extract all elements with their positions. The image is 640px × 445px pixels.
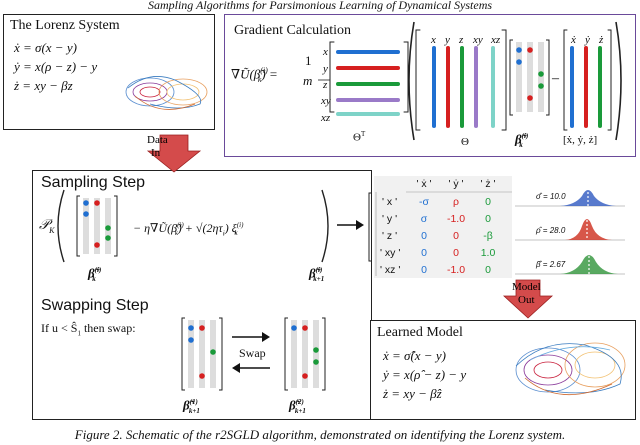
lorenz-system-panel: The Lorenz System ẋ = σ(x − y) ẏ = x(ρ −… [3,14,215,130]
table-col-header: ' ẋ ' [416,178,432,190]
table-col-header: ' ẏ ' [448,178,464,190]
posterior-rho-plot [515,212,625,241]
table-cell: 0 [453,247,459,259]
deriv-col-z: ż [599,34,604,46]
figure-caption: Figure 2. Schematic of the r2SGLD algori… [74,427,566,442]
posterior-sigma-plot [515,180,625,207]
label-theta: Θ [461,136,469,148]
frac-den: m [303,73,313,88]
data-in-text-1: Data [147,134,168,146]
theta-col-y: y [445,34,450,46]
model-out-arrow [502,279,554,319]
model-out-text-2: Out [518,294,535,306]
table-col-header: ' ż ' [480,178,496,190]
sampling-right-arrow [337,220,364,230]
posterior-label-sigma: σ̂ = 10.0 [536,192,566,201]
lorenz-attractor-plot [125,76,208,110]
theta-col-z: z [459,34,464,46]
table-cell: 0 [453,230,459,242]
table-cell: -1.0 [446,213,466,225]
theta-row-z: z [323,79,328,91]
posterior-label-rho: ρ̂ = 28.0 [536,226,566,235]
swap-label: Swap [239,346,266,360]
lorenz-eq-x: ẋ = σ(x − y) [14,40,77,55]
data-in-text-2: In [151,147,161,159]
gradient-calculation-panel: Gradient Calculation ∇Ũ(β̃(i)k) = 1 m x … [224,14,636,157]
label-beta-swap-1: β̃(1)k+1 [183,397,200,415]
label-beta-swap-2: β̃(2)k+1 [289,397,306,415]
posterior-label-beta: β̂ = 2.67 [536,260,566,269]
learned-eq-x: ẋ = σ̂(x − y) [383,348,446,363]
theta-col-xz: xz [491,34,501,46]
label-theta-transpose: ΘT [353,130,366,144]
table-cell: -σ [419,196,429,208]
table-cell: -β [483,230,493,242]
deriv-col-y: ẏ [585,34,590,46]
table-cell: ρ [453,196,459,208]
gradient-title: Gradient Calculation [234,23,352,38]
beta-matrix-swap-1 [181,317,223,391]
table-cell: 0 [421,264,427,276]
projection-operator: 𝒫K [39,218,55,235]
theta-col-xy: xy [473,34,483,46]
deriv-col-x: ẋ [571,34,576,46]
label-beta-out: β̃(i)k+1 [309,265,325,283]
table-cell: 1.0 [480,247,496,259]
table-row-label: ' xz ' [380,264,401,276]
gradient-lhs: ∇Ũ(β̃(i)k) = [231,66,278,84]
sampling-parentheses [57,189,329,263]
learned-model-panel: Learned Model ẋ = σ̂(x − y) ẏ = x(ρ̂ − z… [370,320,636,420]
coef-table-background [374,176,512,278]
label-xdot: [ẋ, ẏ, ż] [563,134,598,146]
posterior-beta-plot [515,248,625,275]
table-cell: 0 [421,247,427,259]
table-cell: -1.0 [446,264,466,276]
minus-sign: – [551,71,560,86]
theta-transpose-matrix [329,41,409,116]
learned-title: Learned Model [377,325,463,340]
table-cell: 0 [485,196,491,208]
model-out-text-1: Model [512,281,541,293]
beta-matrix-in [76,195,118,257]
learned-attractor-plot [515,342,626,395]
data-in-arrow [146,134,202,173]
table-cell: 0 [421,230,427,242]
label-beta: β̃(i)k [515,131,529,149]
swapping-title: Swapping Step [41,297,149,314]
theta-row-x: x [323,46,328,58]
table-cell: σ [420,213,428,225]
beta-matrix-gradient [509,39,550,116]
theta-row-xz: xz [321,112,331,124]
xdot-matrix [563,29,612,131]
table-row-label: ' y ' [382,213,398,225]
page-header: Sampling Algorithms for Parsimonious Lea… [147,0,493,12]
theta-row-xy: xy [321,95,331,107]
theta-col-x: x [431,34,436,46]
beta-matrix-swap-2 [284,317,326,391]
swap-condition: If u < Ŝ1 then swap: [41,321,136,338]
theta-row-y: y [323,63,328,75]
lorenz-title: The Lorenz System [10,18,120,33]
lorenz-eq-y: ẏ = x(ρ − z) − y [14,59,98,74]
swap-arrows [232,332,270,373]
theta-matrix [415,29,507,131]
label-beta-in: β̃(i)k [88,265,102,283]
sampling-update-expression: − η∇Ũ(β̃(i)k) + √(2ητi) ξ(i)k [133,221,244,238]
lorenz-eq-z: ż = xy − βz [14,78,73,93]
learned-eq-y: ẏ = x(ρ̂ − z) − y [383,367,467,382]
learned-eq-z: ż = xy − β̂z [383,386,442,401]
frac-num: 1 [305,53,312,68]
big-parentheses [318,21,622,141]
sampling-title: Sampling Step [41,174,146,191]
table-cell: 0 [485,213,491,225]
table-row-label: ' xy ' [380,247,401,259]
table-row-label: ' x ' [382,196,398,208]
table-cell: 0 [485,264,491,276]
table-row-label: ' z ' [382,230,398,242]
